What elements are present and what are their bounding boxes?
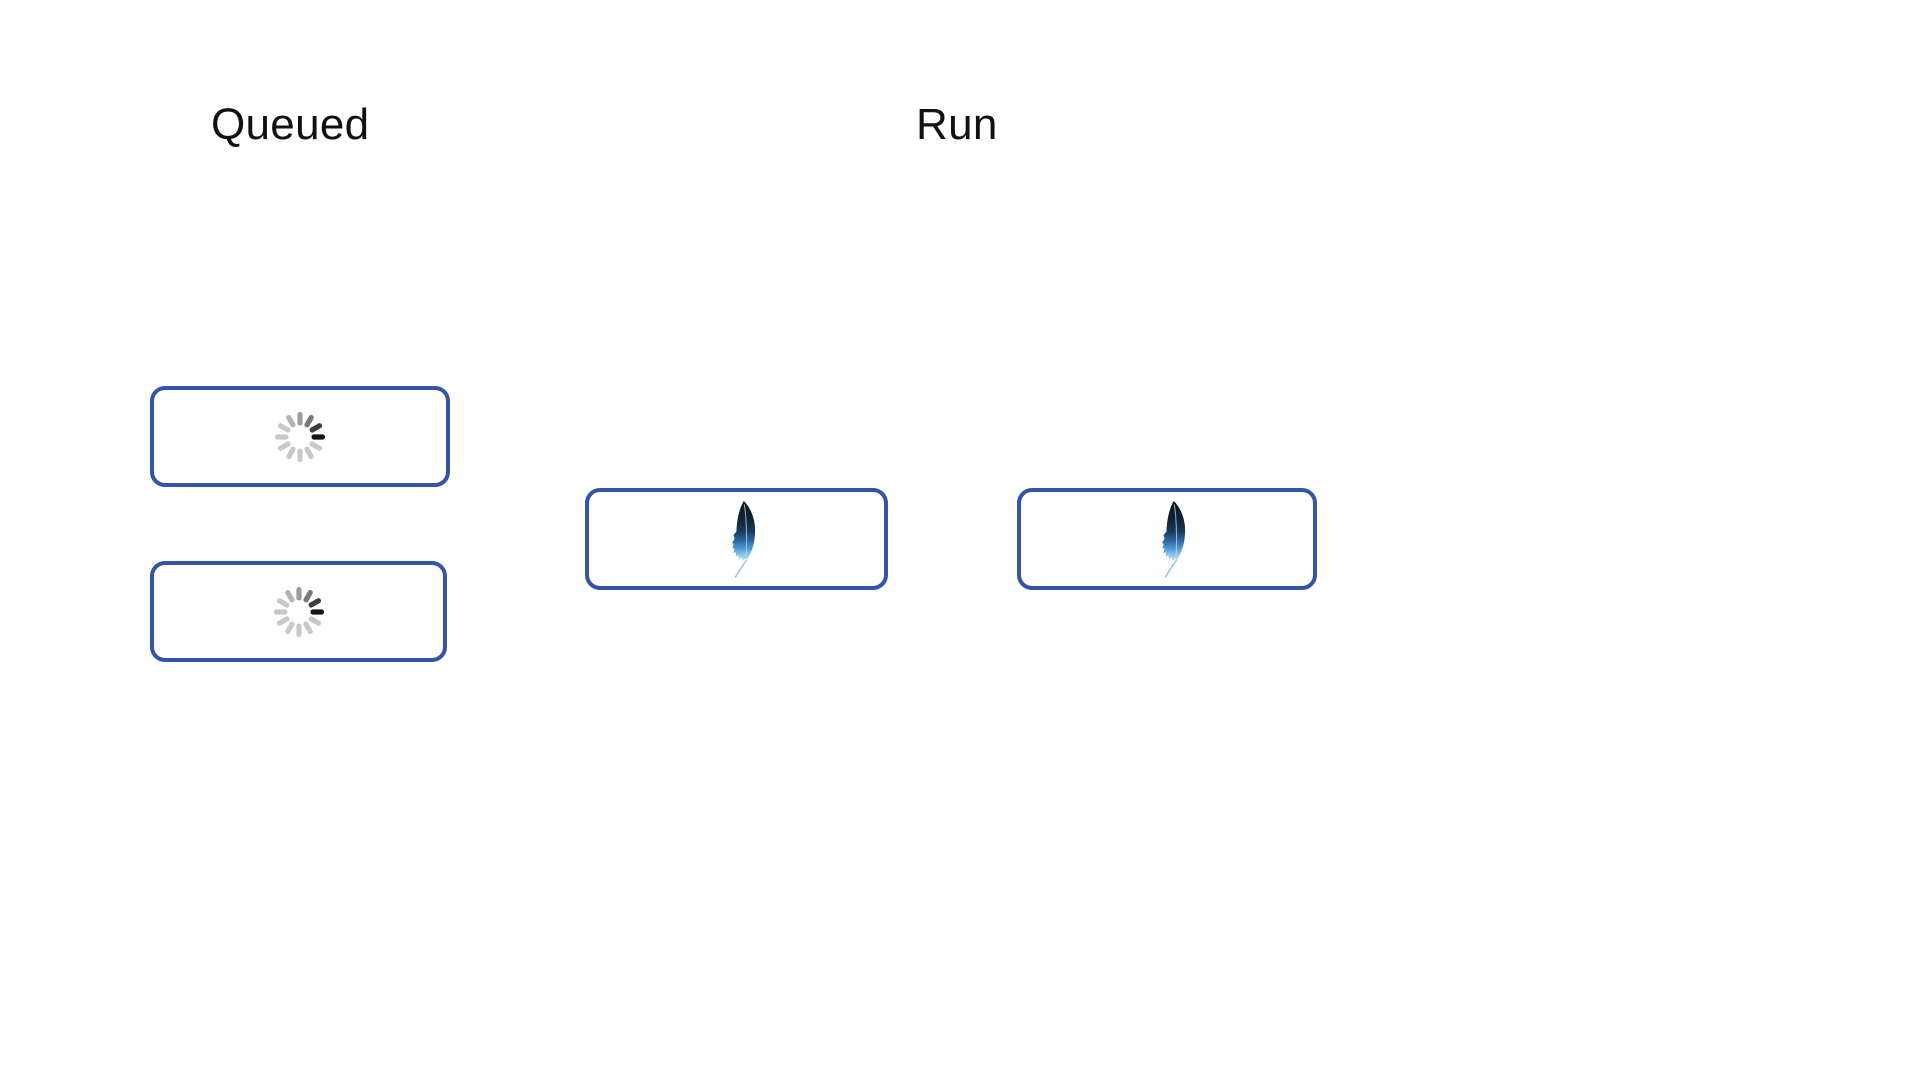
run-section-heading: Run bbox=[916, 100, 998, 149]
feather-icon bbox=[731, 500, 755, 578]
spinner-icon bbox=[273, 586, 324, 637]
run-card-1[interactable] bbox=[585, 488, 888, 590]
queued-card-2[interactable] bbox=[150, 561, 447, 662]
feather-icon bbox=[1161, 500, 1186, 578]
spinner-icon bbox=[275, 411, 325, 462]
queued-section-heading: Queued bbox=[211, 100, 370, 149]
queued-card-1[interactable] bbox=[150, 386, 450, 487]
run-card-2[interactable] bbox=[1017, 488, 1317, 590]
